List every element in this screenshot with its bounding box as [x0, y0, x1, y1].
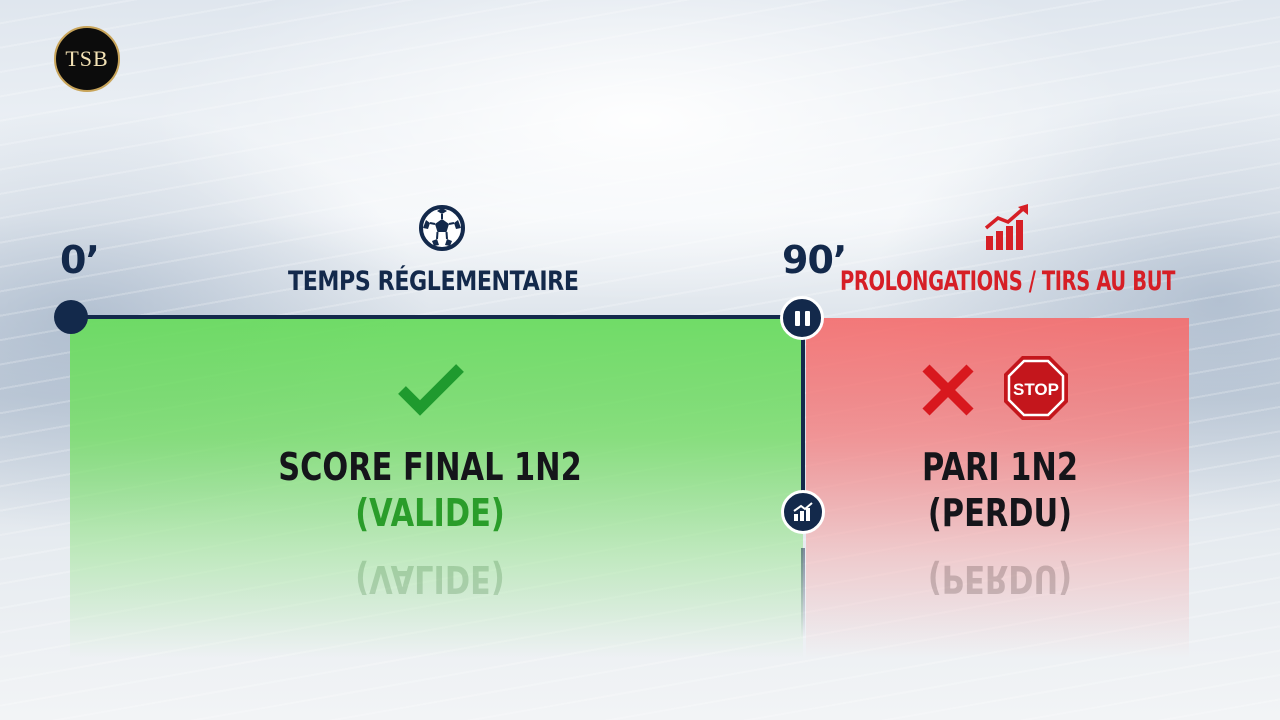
stop-sign-text: STOP	[1013, 380, 1059, 399]
rising-chart-icon	[984, 204, 1028, 250]
extra-time-status-reflection: (PERDU)	[927, 557, 1073, 601]
stats-chart-icon	[781, 490, 825, 534]
extra-time-result: PARI 1N2	[921, 445, 1079, 489]
regular-time-title: TEMPS RÉGLEMENTAIRE	[288, 266, 579, 297]
timeline-start-marker	[54, 300, 88, 334]
extra-time-title: PROLONGATIONS / TIRS AU BUT	[840, 266, 1176, 297]
timeline-bar	[70, 315, 803, 319]
timeline-end-label: 90’	[782, 238, 847, 282]
extra-time-zone	[806, 318, 1189, 658]
full-time-divider	[801, 318, 805, 510]
timeline-start-label: 0’	[60, 238, 100, 282]
regular-time-result: SCORE FINAL 1N2	[278, 445, 582, 489]
tsb-logo: TSB	[54, 26, 120, 92]
divider-reflection	[801, 548, 805, 638]
regular-time-status-reflection: (VALIDE)	[355, 557, 505, 601]
cross-icon	[922, 364, 974, 416]
check-icon	[398, 364, 464, 416]
regular-time-status: (VALIDE)	[355, 491, 505, 535]
logo-text: TSB	[65, 46, 109, 71]
extra-time-status: (PERDU)	[927, 491, 1073, 535]
regular-time-zone	[70, 318, 803, 658]
soccer-ball-icon	[419, 205, 465, 251]
stop-sign-icon: STOP	[1004, 356, 1068, 420]
pause-icon	[780, 296, 824, 340]
